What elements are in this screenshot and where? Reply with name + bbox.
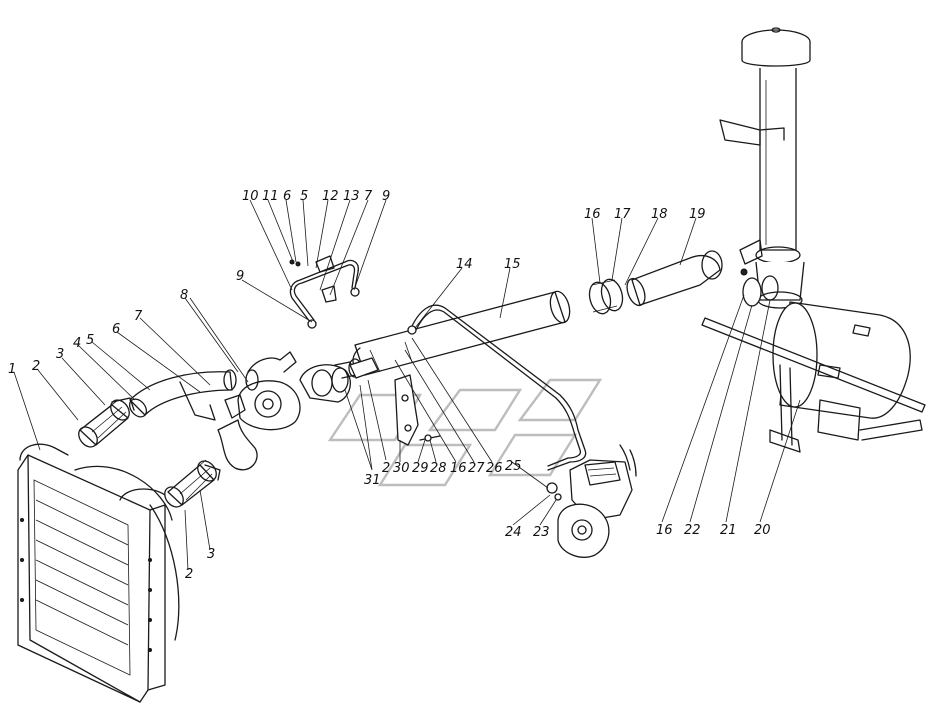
callout-2: 2 (382, 461, 390, 476)
callout-14: 14 (456, 257, 473, 272)
callout-18: 18 (651, 207, 668, 222)
hose-sleeve-lower (164, 459, 221, 508)
callout-2: 2 (32, 359, 40, 374)
mounting-bracket (331, 357, 441, 446)
air-compressor (546, 444, 637, 558)
callout-15: 15 (504, 257, 521, 272)
turbocharger-left (217, 351, 301, 471)
callout-5: 5 (300, 189, 308, 204)
callout-8: 8 (180, 288, 188, 303)
callout-23: 23 (533, 525, 550, 540)
compressor-tube-14 (407, 304, 587, 471)
callout-7: 7 (134, 309, 143, 324)
callout-29: 29 (412, 461, 429, 476)
callout-16: 16 (584, 207, 601, 222)
callout-19: 19 (689, 207, 706, 222)
callout-12: 12 (322, 189, 339, 204)
callout-9: 9 (382, 189, 390, 204)
callout-1: 1 (8, 362, 16, 377)
leader-lines (13, 199, 801, 571)
callout-24: 24 (505, 525, 522, 540)
callout-5: 5 (86, 333, 94, 348)
hose-sleeve-upper (78, 397, 135, 448)
callout-6: 6 (112, 322, 120, 337)
intercooler-radiator (17, 443, 180, 703)
air-filter-housing-20 (701, 301, 926, 453)
clamp-sleeve-16-17-18 (588, 278, 624, 315)
callout-13: 13 (343, 189, 360, 204)
callout-17: 17 (614, 207, 631, 222)
intake-pipe-4 (128, 369, 237, 421)
callout-28: 28 (430, 461, 447, 476)
callout-26: 26 (486, 461, 503, 476)
callout-9: 9 (236, 269, 244, 284)
callout-4: 4 (73, 336, 81, 351)
callout-3: 3 (56, 347, 64, 362)
callout-3: 3 (207, 547, 215, 562)
callout-31: 31 (364, 473, 381, 488)
callout-27: 27 (468, 461, 485, 476)
breather-tube (289, 255, 360, 329)
callout-20: 20 (754, 523, 771, 538)
intake-duct-15 (352, 290, 571, 376)
callout-25: 25 (505, 459, 522, 474)
callout-11: 11 (262, 189, 279, 204)
air-intake-stack (719, 27, 811, 309)
callout-21: 21 (720, 523, 737, 538)
callout-labels: 1 2 3 4 5 6 7 8 9 10 11 6 5 12 13 7 9 14… (8, 189, 771, 582)
callout-16: 16 (656, 523, 673, 538)
callout-10: 10 (242, 189, 259, 204)
callout-16: 16 (450, 461, 467, 476)
intake-elbow-19 (626, 250, 723, 307)
callout-22: 22 (684, 523, 701, 538)
callout-30: 30 (393, 461, 410, 476)
callout-2: 2 (185, 567, 193, 582)
callout-6: 6 (283, 189, 291, 204)
callout-7: 7 (364, 189, 373, 204)
